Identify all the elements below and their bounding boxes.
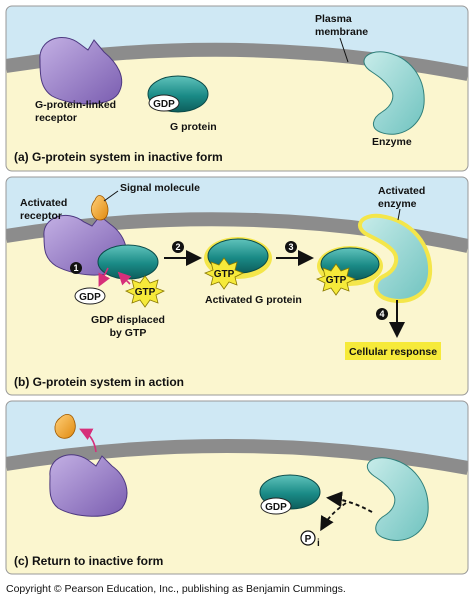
activated-enzyme-pointer bbox=[397, 208, 401, 221]
signal-release-arrow bbox=[79, 428, 97, 453]
gtp-label-3: GTP bbox=[326, 275, 347, 286]
gdp-label-a: GDP bbox=[153, 99, 175, 110]
step-3-badge bbox=[285, 241, 297, 253]
gdp-oval-a bbox=[148, 94, 180, 112]
receptor-c bbox=[49, 454, 128, 517]
caption-c: (c) Return to inactive form bbox=[14, 554, 163, 568]
copyright-text: Copyright © Pearson Education, Inc., pub… bbox=[6, 583, 346, 595]
signal-molecule-released bbox=[54, 414, 76, 439]
activated-g-protein-label: Activated G protein bbox=[205, 294, 302, 306]
plasma-membrane-pointer bbox=[339, 37, 349, 63]
panel-a: GDP Plasma membrane G-protein-linked rec… bbox=[5, 5, 469, 172]
g-protein-label-a: G protein bbox=[170, 121, 217, 133]
step-1-number: 1 bbox=[73, 263, 78, 273]
step-2-number: 2 bbox=[175, 242, 180, 252]
panel-c-border bbox=[5, 400, 469, 575]
panel-b-border bbox=[5, 176, 469, 396]
phosphate-label: P bbox=[305, 534, 312, 545]
gtp-label-1: GTP bbox=[135, 287, 156, 298]
step-4-badge bbox=[376, 308, 388, 320]
extracellular-b bbox=[6, 177, 468, 246]
phosphate-release-arrow bbox=[320, 502, 347, 532]
enzyme-a bbox=[363, 51, 425, 135]
cellular-response-label: Cellular response bbox=[349, 346, 437, 358]
gdp-oval-b bbox=[74, 287, 106, 305]
signal-pointer bbox=[103, 190, 119, 202]
gdp-label-c: GDP bbox=[265, 502, 287, 513]
activated-receptor-label-1: Activated bbox=[20, 197, 67, 209]
step-2-badge bbox=[172, 241, 184, 253]
g-protein-linked-receptor bbox=[39, 36, 123, 105]
activated-enzyme-label-2: enzyme bbox=[378, 198, 417, 210]
receptor-label-2: receptor bbox=[35, 112, 77, 124]
g-protein-b1 bbox=[97, 244, 159, 280]
plasma-membrane-label-1: Plasma bbox=[315, 13, 352, 25]
signal-molecule-label: Signal molecule bbox=[120, 182, 200, 194]
activated-receptor-label-2: receptor bbox=[20, 210, 62, 222]
gdp-displaced-label-1: GDP displaced bbox=[91, 314, 165, 326]
enzyme-label-a: Enzyme bbox=[372, 136, 412, 148]
panel-c: GDP P i (c) Return to inactive form bbox=[5, 400, 469, 575]
g-protein-return-arrow bbox=[326, 491, 373, 513]
gtp-label-2: GTP bbox=[214, 269, 235, 280]
activated-enzyme-label-1: Activated bbox=[378, 185, 425, 197]
plasma-membrane-label-2: membrane bbox=[315, 26, 368, 38]
gtp-burst-1 bbox=[125, 275, 165, 308]
phosphate-circle bbox=[300, 530, 316, 546]
gdp-label-b: GDP bbox=[79, 292, 101, 303]
enzyme-c bbox=[366, 457, 429, 541]
cellular-response-box bbox=[345, 342, 441, 360]
extracellular-a bbox=[6, 6, 468, 74]
step-3-number: 3 bbox=[288, 242, 293, 252]
caption-a: (a) G-protein system in inactive form bbox=[14, 150, 223, 164]
gtp-burst-3 bbox=[316, 263, 356, 296]
phosphate-subscript: i bbox=[317, 538, 320, 549]
activated-enzyme bbox=[358, 213, 433, 303]
gtp-in-arrow bbox=[117, 271, 132, 286]
caption-b: (b) G-protein system in action bbox=[14, 375, 184, 389]
step-4-number: 4 bbox=[379, 309, 384, 319]
signal-molecule bbox=[90, 195, 109, 221]
gtp-burst-2 bbox=[204, 257, 244, 290]
panel-b: Signal molecule Activated receptor 1 GDP… bbox=[5, 176, 469, 396]
gdp-oval-c bbox=[260, 497, 292, 515]
gdp-displaced-label-2: by GTP bbox=[110, 327, 147, 339]
receptor-label-1: G-protein-linked bbox=[35, 99, 116, 111]
step-1-badge bbox=[70, 262, 82, 274]
gdp-out-arrow bbox=[98, 267, 111, 287]
panel-a-border bbox=[5, 5, 469, 172]
